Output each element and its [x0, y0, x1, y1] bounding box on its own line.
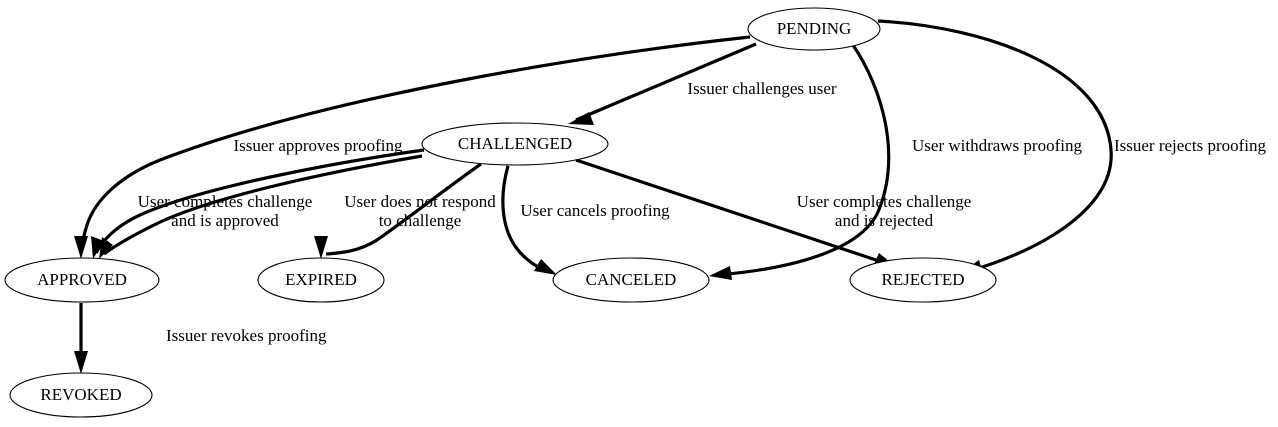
edge-label-user-completes-approved-line1: User completes challenge — [138, 192, 313, 211]
edge-challenged-to-expired: User does not respond to challenge — [314, 162, 496, 259]
edge-label-user-cancels-proofing: User cancels proofing — [520, 201, 670, 220]
arrowhead-icon — [74, 236, 88, 259]
edge-label-issuer-approves-proofing: Issuer approves proofing — [233, 136, 403, 155]
edge-challenged-to-canceled: User cancels proofing — [501, 165, 670, 275]
arrowhead-icon — [314, 236, 328, 259]
node-expired[interactable]: EXPIRED — [257, 257, 385, 303]
edge-pending-to-approved — [74, 35, 751, 259]
edge-path — [79, 35, 751, 254]
edge-label-user-completes-approved-line2: and is approved — [171, 211, 279, 230]
node-label-expired: EXPIRED — [285, 270, 357, 289]
nodes-layer: PENDING CHALLENGED APPROVED EXPIRED CANC… — [4, 7, 997, 418]
node-canceled[interactable]: CANCELED — [552, 257, 710, 303]
node-shape[interactable] — [4, 257, 160, 303]
node-label-revoked: REVOKED — [40, 385, 121, 404]
arrowhead-icon — [534, 259, 557, 275]
edge-label-issuer-rejects-proofing: Issuer rejects proofing — [1114, 136, 1267, 155]
node-label-rejected: REJECTED — [881, 270, 964, 289]
arrowhead-icon — [91, 236, 104, 259]
node-shape[interactable] — [552, 257, 710, 303]
edge-approved-to-revoked: Issuer revokes proofing — [74, 303, 327, 374]
edge-label-issuer-challenges-user: Issuer challenges user — [687, 79, 837, 98]
edge-path — [325, 162, 482, 256]
node-pending[interactable]: PENDING — [747, 7, 881, 51]
node-shape[interactable] — [747, 7, 881, 51]
edge-path — [877, 19, 1113, 273]
node-shape[interactable] — [849, 257, 997, 303]
edge-label-user-completes-rejected-line2: and is rejected — [835, 211, 934, 230]
node-revoked[interactable]: REVOKED — [9, 372, 153, 418]
arrowhead-icon — [74, 351, 88, 374]
arrowhead-icon — [99, 237, 113, 259]
node-rejected[interactable]: REJECTED — [849, 257, 997, 303]
edge-label-user-no-respond-line2: to challenge — [379, 211, 462, 230]
edge-pending-to-canceled: User withdraws proofing — [709, 44, 1082, 280]
node-label-canceled: CANCELED — [586, 270, 677, 289]
edge-path — [94, 148, 425, 254]
edge-challenged-to-approved-completes: User completes challenge and is approved — [99, 154, 423, 259]
edge-path — [575, 158, 889, 266]
node-challenged[interactable]: CHALLENGED — [421, 122, 609, 166]
node-shape[interactable] — [9, 372, 153, 418]
edge-label-issuer-revokes-proofing: Issuer revokes proofing — [166, 326, 327, 345]
node-shape[interactable] — [421, 122, 609, 166]
edge-path — [716, 44, 891, 277]
edge-label-user-completes-rejected-line1: User completes challenge — [797, 192, 972, 211]
arrowhead-icon — [709, 266, 732, 280]
edge-challenged-to-approved-approves: Issuer approves proofing — [91, 136, 425, 259]
edge-pending-to-challenged: Issuer challenges user — [568, 42, 837, 125]
node-label-pending: PENDING — [777, 19, 852, 38]
edges-layer: Issuer approves proofing User completes … — [74, 19, 1267, 374]
edge-path — [575, 42, 757, 122]
node-approved[interactable]: APPROVED — [4, 257, 160, 303]
edge-label-user-no-respond-line1: User does not respond — [344, 192, 496, 211]
node-shape[interactable] — [257, 257, 385, 303]
node-label-approved: APPROVED — [37, 270, 127, 289]
arrowhead-icon — [568, 112, 594, 125]
node-label-challenged: CHALLENGED — [458, 134, 572, 153]
edge-label-user-withdraws-proofing: User withdraws proofing — [912, 136, 1082, 155]
edge-path — [103, 154, 423, 256]
